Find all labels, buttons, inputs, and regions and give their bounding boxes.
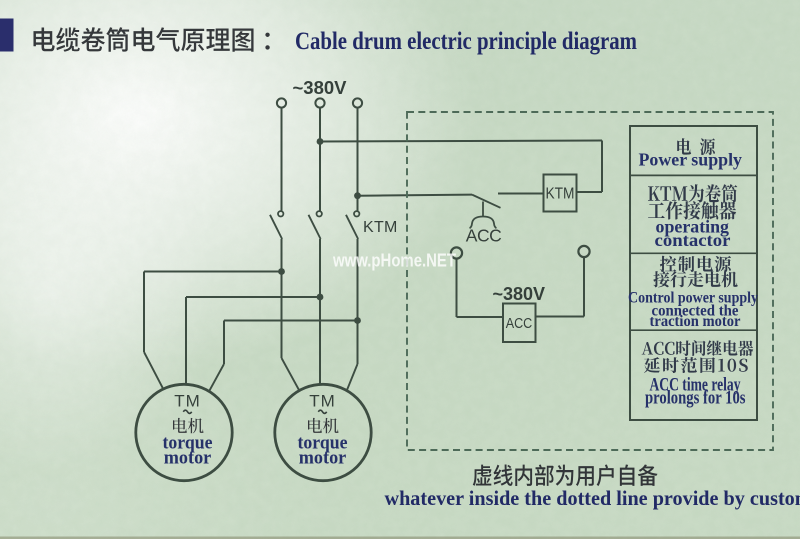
svg-text:ACC: ACC (506, 315, 533, 332)
svg-text:~380V: ~380V (493, 284, 546, 304)
svg-text:prolongs for 10s: prolongs for 10s (645, 389, 746, 409)
svg-text:TM: TM (309, 392, 336, 411)
svg-text:TM: TM (174, 392, 201, 411)
svg-text:Power supply: Power supply (639, 149, 743, 169)
svg-text:torque: torque (163, 432, 213, 453)
svg-text:www.pHome.NET: www.pHome.NET (332, 251, 456, 271)
svg-text:~380V: ~380V (292, 77, 347, 98)
svg-text:traction motor: traction motor (650, 313, 741, 330)
svg-text:motor: motor (164, 448, 212, 469)
svg-text:connected the: connected the (652, 302, 739, 319)
svg-text:ACC time relay: ACC time relay (650, 375, 742, 395)
svg-text:Control power supply: Control power supply (628, 289, 758, 306)
svg-text:whatever inside the dotted lin: whatever inside the dotted line provide … (385, 486, 800, 510)
svg-text:KTM: KTM (546, 186, 575, 203)
svg-text:KTM: KTM (363, 219, 398, 236)
svg-text:motor: motor (299, 448, 347, 469)
svg-text:contactor: contactor (655, 230, 731, 250)
svg-text:Cable drum electric principle: Cable drum electric principle diagram (295, 28, 637, 55)
svg-text:ACC: ACC (466, 226, 501, 246)
svg-text:torque: torque (298, 432, 348, 453)
svg-text:operating: operating (656, 216, 730, 236)
